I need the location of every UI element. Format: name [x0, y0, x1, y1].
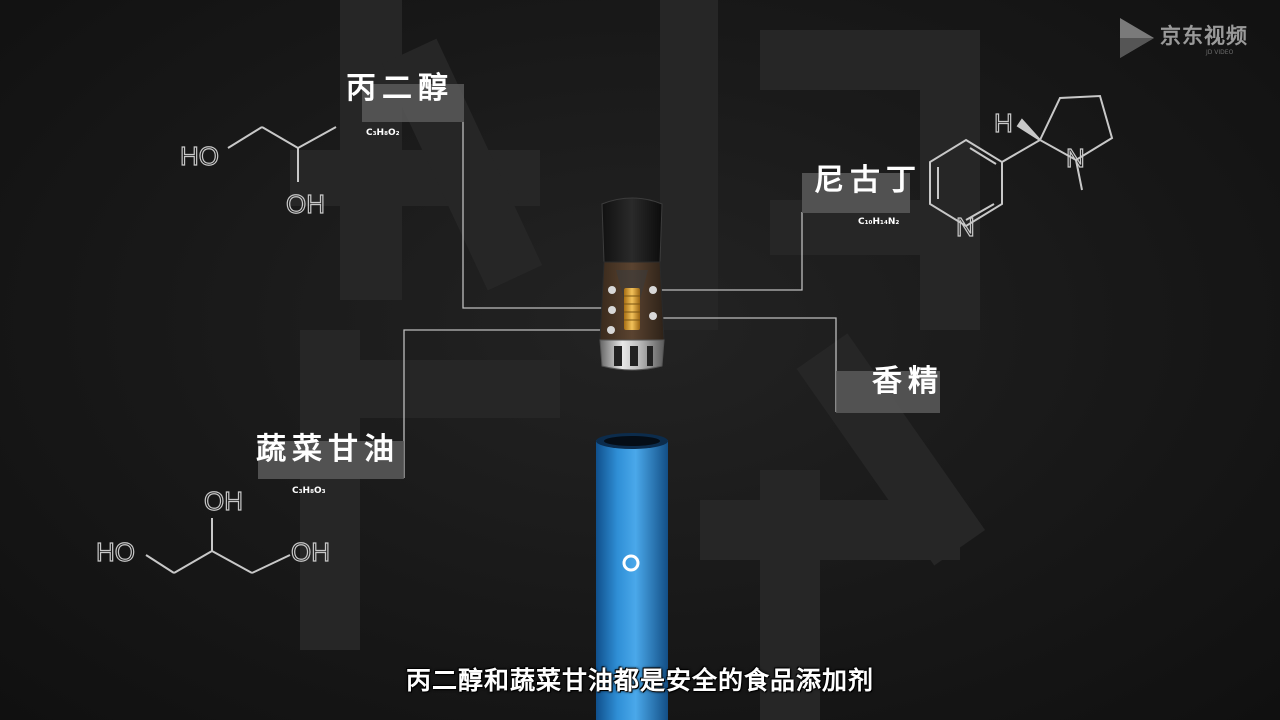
svg-text:OH: OH: [286, 189, 325, 219]
jd-video-watermark: 京东视频 JD VIDEO: [1118, 16, 1274, 60]
svg-text:OH: OH: [291, 537, 330, 567]
play-triangle-icon: [1120, 18, 1154, 58]
watermark-brand: 京东视频: [1160, 24, 1248, 48]
label-flavor: 香精: [872, 364, 944, 399]
pod-cartridge: [599, 197, 665, 371]
svg-text:H: H: [994, 108, 1013, 138]
svg-text:N: N: [956, 212, 975, 242]
svg-text:N: N: [1066, 143, 1085, 173]
device-body: [596, 433, 668, 720]
propylene-glycol-structure: [227, 126, 337, 182]
formula-propylene-glycol: C₃H₈O₂: [366, 128, 400, 138]
label-propylene-glycol: 丙二醇: [346, 71, 454, 106]
svg-text:HO: HO: [96, 537, 135, 567]
nicotine-atoms: H N N: [955, 107, 1085, 242]
watermark-sub: JD VIDEO: [1206, 49, 1234, 56]
formula-nicotine: C₁₀H₁₄N₂: [858, 217, 900, 227]
propylene-glycol-atoms: HO OH: [179, 140, 325, 219]
label-glycerin: 蔬菜甘油: [256, 432, 400, 467]
formula-glycerin: C₃H₈O₃: [292, 486, 326, 496]
glycerin-structure: [145, 518, 291, 574]
glycerin-atoms: OH HO OH: [95, 485, 330, 567]
svg-text:OH: OH: [204, 486, 243, 516]
svg-text:HO: HO: [180, 141, 219, 171]
nicotine-structure: [929, 94, 1114, 228]
subtitle-caption: 丙二醇和蔬菜甘油都是安全的食品添加剂: [405, 666, 874, 695]
label-boxes: [258, 84, 940, 479]
label-nicotine: 尼古丁: [814, 163, 922, 198]
